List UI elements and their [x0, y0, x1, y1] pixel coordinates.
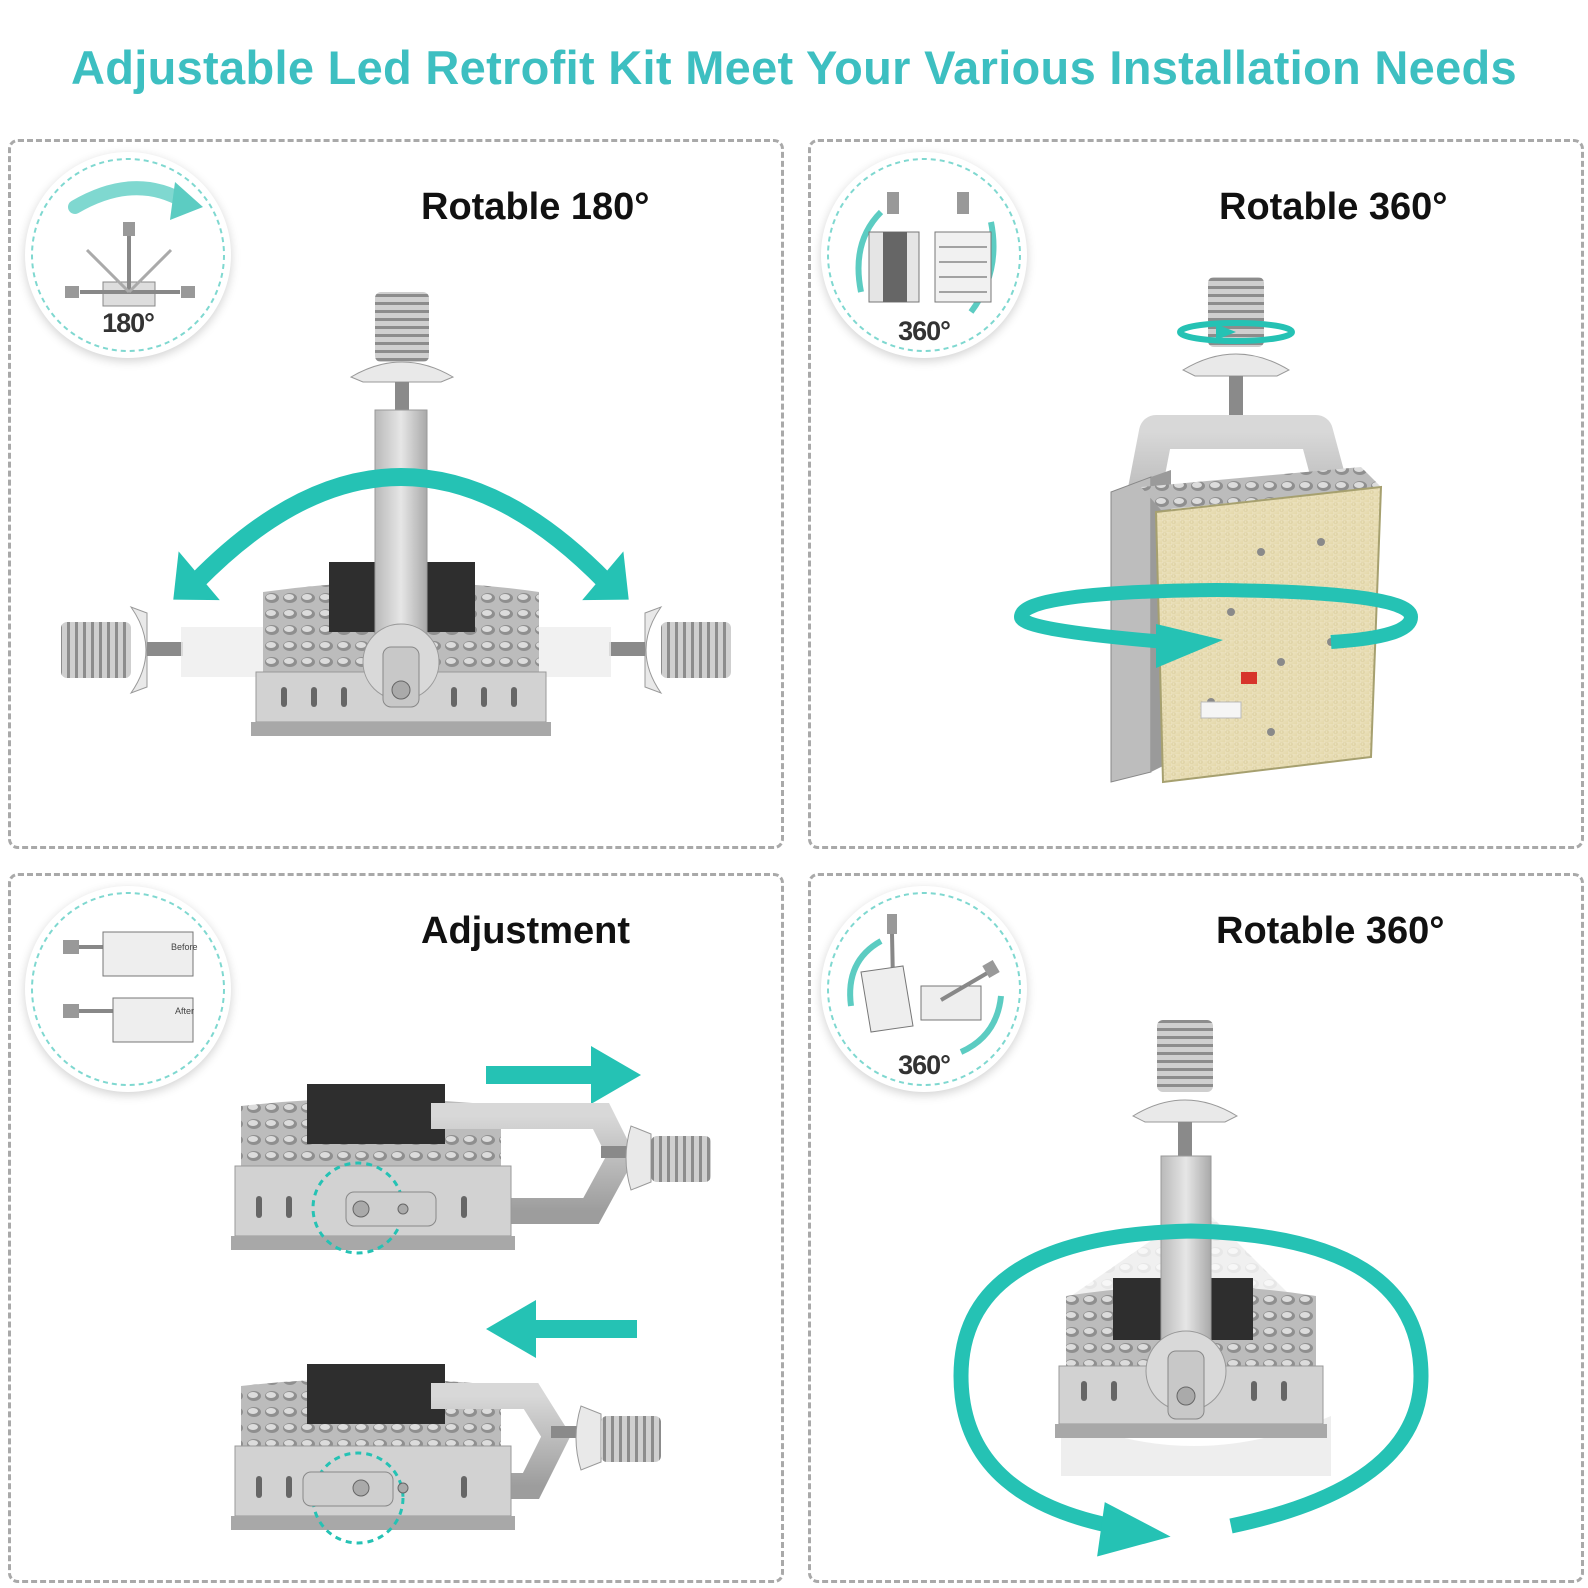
- panel-title: Adjustment: [421, 910, 630, 952]
- badge-rotate-360-tilt: 360°: [821, 886, 1027, 1092]
- badge-before-label: Before: [171, 942, 198, 952]
- badge-rotate-180: 180°: [25, 152, 231, 358]
- before-after-adjustment-diagram-icon: Before After: [31, 892, 225, 1086]
- rotate-360-tilt-diagram-icon: [827, 892, 1021, 1086]
- rotate-180-diagram-icon: [31, 158, 225, 352]
- panel-rotable-360-vertical: 360° Rotable 360°: [808, 139, 1584, 849]
- panel-title: Rotable 360°: [1219, 186, 1448, 228]
- badge-label: 180°: [102, 308, 155, 338]
- badge-label: 360°: [898, 1050, 951, 1080]
- rotate-360-vertical-diagram-icon: [827, 158, 1021, 352]
- panel-title: Rotable 360°: [1216, 910, 1445, 952]
- retrofit-kit-rotate-180-image: [61, 292, 731, 736]
- badge-after-label: After: [175, 1006, 194, 1016]
- badge-label: 360°: [898, 316, 951, 346]
- retrofit-kit-adjustment-image: [231, 1046, 711, 1545]
- panel-rotable-360-tilt: 360° Rotable 360°: [808, 873, 1584, 1583]
- panel-title: Rotable 180°: [421, 186, 650, 228]
- panel-adjustment: Before After Adjustment: [8, 873, 784, 1583]
- panel-rotable-180: 180° Rotable 180°: [8, 139, 784, 849]
- retrofit-kit-rotate-360-tilt-image: [953, 1020, 1429, 1557]
- headline: Adjustable Led Retrofit Kit Meet Your Va…: [71, 41, 1517, 94]
- retrofit-kit-rotate-360-vertical-image: [1013, 277, 1419, 784]
- badge-adjustment: Before After: [25, 886, 231, 1092]
- badge-rotate-360-vertical: 360°: [821, 152, 1027, 358]
